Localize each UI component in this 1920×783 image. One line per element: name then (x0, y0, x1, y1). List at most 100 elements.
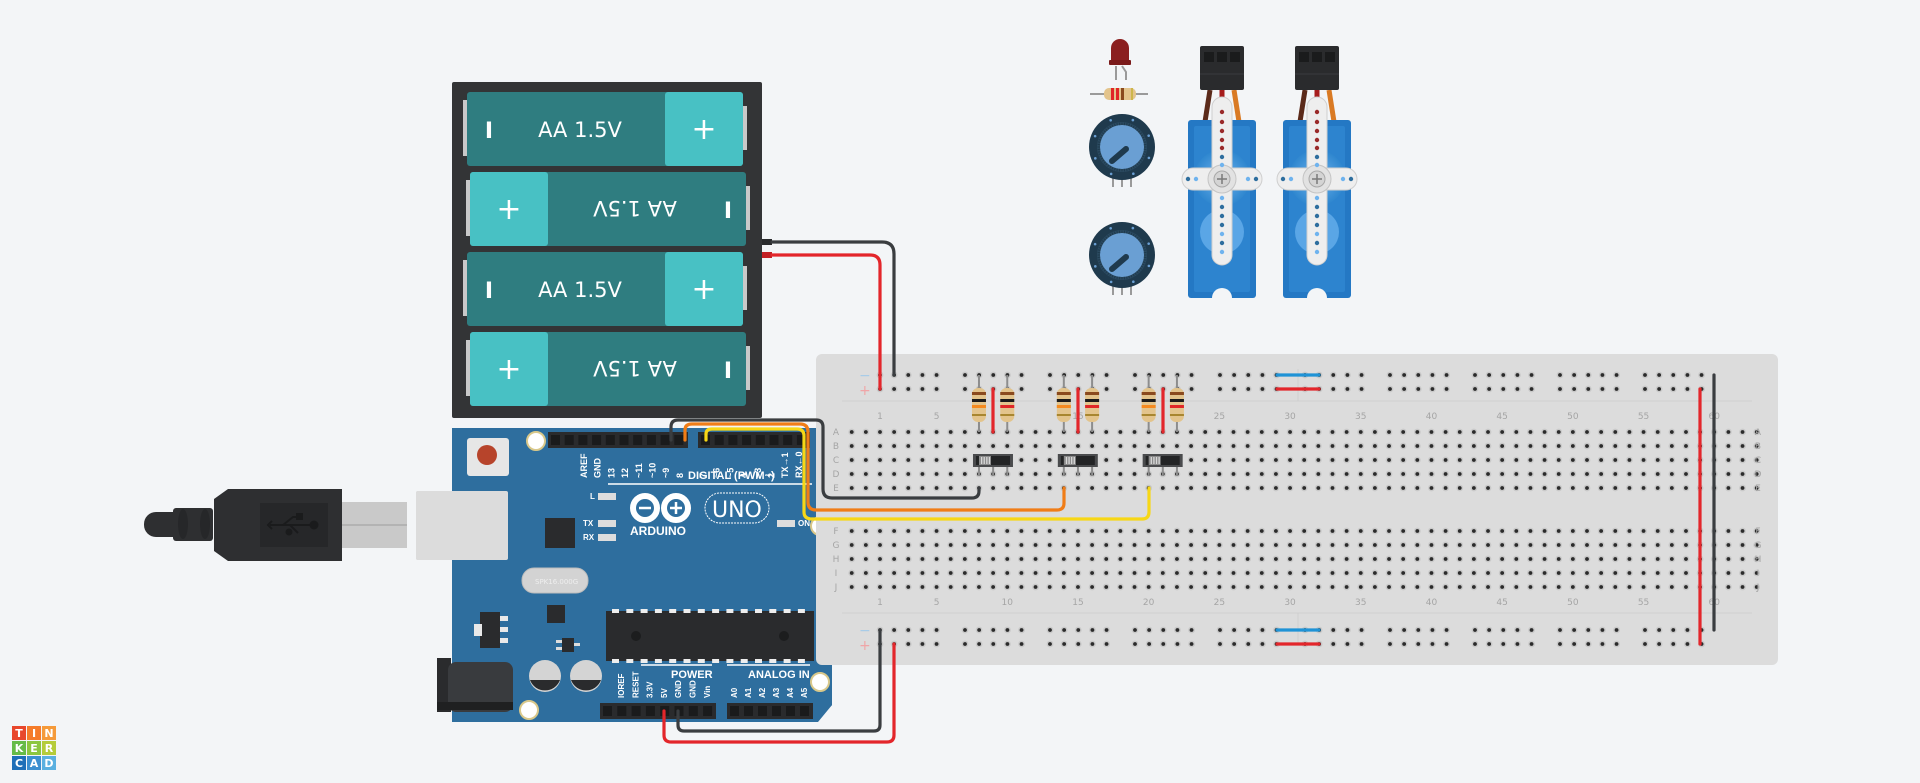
row-letter: H (833, 555, 840, 565)
logo-tile: E (27, 741, 41, 755)
row-letter: D (833, 470, 840, 480)
micro-servo[interactable] (1276, 46, 1358, 298)
minus-icon: I (485, 279, 493, 304)
led-on-label: ON (798, 519, 810, 528)
power-header (600, 703, 716, 719)
pot-knob-pointer (1109, 254, 1129, 272)
resistor[interactable] (1141, 375, 1156, 432)
wire-gnd-to-rail[interactable] (676, 628, 882, 733)
rail-minus-label: − (859, 368, 871, 384)
atmega-chip (606, 611, 814, 661)
switch-knob[interactable] (978, 456, 991, 465)
transistor (556, 638, 580, 652)
wire-battery-negative[interactable] (770, 240, 896, 377)
wire-5v-to-rail[interactable] (662, 642, 896, 744)
row-letter: D (1755, 470, 1762, 480)
plus-icon: + (496, 352, 521, 387)
row-letter: B (833, 442, 839, 452)
column-number: 30 (1284, 412, 1296, 422)
column-number: 25 (1214, 412, 1225, 422)
analog-pin-label: A4 (786, 687, 795, 698)
column-number: 25 (1214, 598, 1225, 608)
switch-knob[interactable] (1148, 456, 1161, 465)
row-letter: A (833, 428, 840, 438)
slide-switch[interactable] (1142, 454, 1183, 476)
wire-pin9-to-e8[interactable] (669, 418, 981, 500)
digital-pin-label: 7 (698, 473, 708, 478)
column-number: 50 (1567, 412, 1579, 422)
svg-text:SPK16.000G: SPK16.000G (535, 578, 578, 586)
resistor[interactable] (971, 375, 986, 432)
battery-red-lead (762, 252, 772, 258)
plus-icon: + (496, 192, 521, 227)
digital-pin-label: ~3 (753, 468, 763, 478)
minus-icon: I (485, 119, 493, 144)
power-pin-label: 5V (660, 688, 669, 698)
row-letter: G (833, 541, 840, 551)
arduino-logo-icon (630, 493, 691, 523)
usb-chip (545, 518, 575, 548)
battery-black-lead (762, 239, 772, 245)
minus-icon: I (724, 359, 732, 384)
digital-pwm-label: DIGITAL (PWM~) (688, 470, 775, 482)
resistor[interactable] (1056, 375, 1071, 432)
digital-pin-label: 13 (606, 468, 616, 478)
battery-label: AA 1.5V (592, 356, 676, 380)
analog-pin-label: A1 (744, 687, 753, 698)
power-pin-label: Vin (703, 686, 712, 698)
battery-label: AA 1.5V (538, 118, 622, 142)
red-led[interactable] (1109, 39, 1131, 80)
row-letter: I (1757, 569, 1760, 579)
analog-pin-label: A5 (800, 687, 809, 698)
column-number: 55 (1638, 598, 1649, 608)
wire-pin7-to-e20[interactable] (704, 427, 1151, 521)
led-rx (598, 534, 616, 541)
logo-tile: I (27, 726, 41, 740)
potentiometer[interactable] (1089, 114, 1155, 187)
minus-icon: I (724, 199, 732, 224)
column-number: 30 (1284, 598, 1296, 608)
switch-knob[interactable] (1063, 456, 1076, 465)
uno-badge (704, 492, 770, 524)
power-pin-label: 3.3V (646, 681, 655, 698)
led-tx (598, 520, 616, 527)
crystal-oscillator: SPK16.000G (521, 567, 589, 594)
digital-pin-label: ~6 (712, 468, 722, 478)
slide-switch[interactable] (972, 454, 1013, 476)
row-letter: H (1755, 555, 1762, 565)
reset-button[interactable] (467, 438, 509, 476)
power-pin-label: GND (674, 680, 683, 698)
micro-servo[interactable] (1181, 46, 1263, 298)
column-number: 45 (1496, 412, 1507, 422)
resistor[interactable] (1085, 375, 1100, 432)
capacitor (570, 660, 602, 692)
small-chip (547, 605, 565, 623)
resistor[interactable] (1000, 375, 1015, 432)
digital-pin-label: GND (593, 458, 603, 479)
rail-plus-label: + (859, 638, 871, 654)
digital-pin-label: 8 (675, 473, 685, 478)
rail-plus-label: + (859, 383, 871, 399)
slide-switch[interactable] (1057, 454, 1098, 476)
wire-battery-positive[interactable] (770, 253, 882, 391)
wire-pin8-to-e14[interactable] (683, 422, 1066, 512)
resistor[interactable] (1169, 375, 1184, 432)
logo-tile: A (27, 756, 41, 770)
row-letter: A (1755, 428, 1762, 438)
mounting-hole (519, 700, 539, 720)
row-letter: E (1755, 484, 1761, 494)
rail-minus-label: − (859, 623, 871, 639)
row-letter: J (1756, 583, 1760, 593)
logo-tile: C (12, 756, 26, 770)
battery-cell: +IAA 1.5V (466, 172, 750, 246)
resistor[interactable] (1090, 88, 1148, 100)
breadboard[interactable]: − + − + 11551010151520202525303035354040… (816, 354, 1778, 665)
power-pin-label: RESET (631, 671, 640, 698)
battery-label: AA 1.5V (538, 278, 622, 302)
row-letter: I (835, 569, 838, 579)
potentiometer[interactable] (1089, 222, 1155, 295)
